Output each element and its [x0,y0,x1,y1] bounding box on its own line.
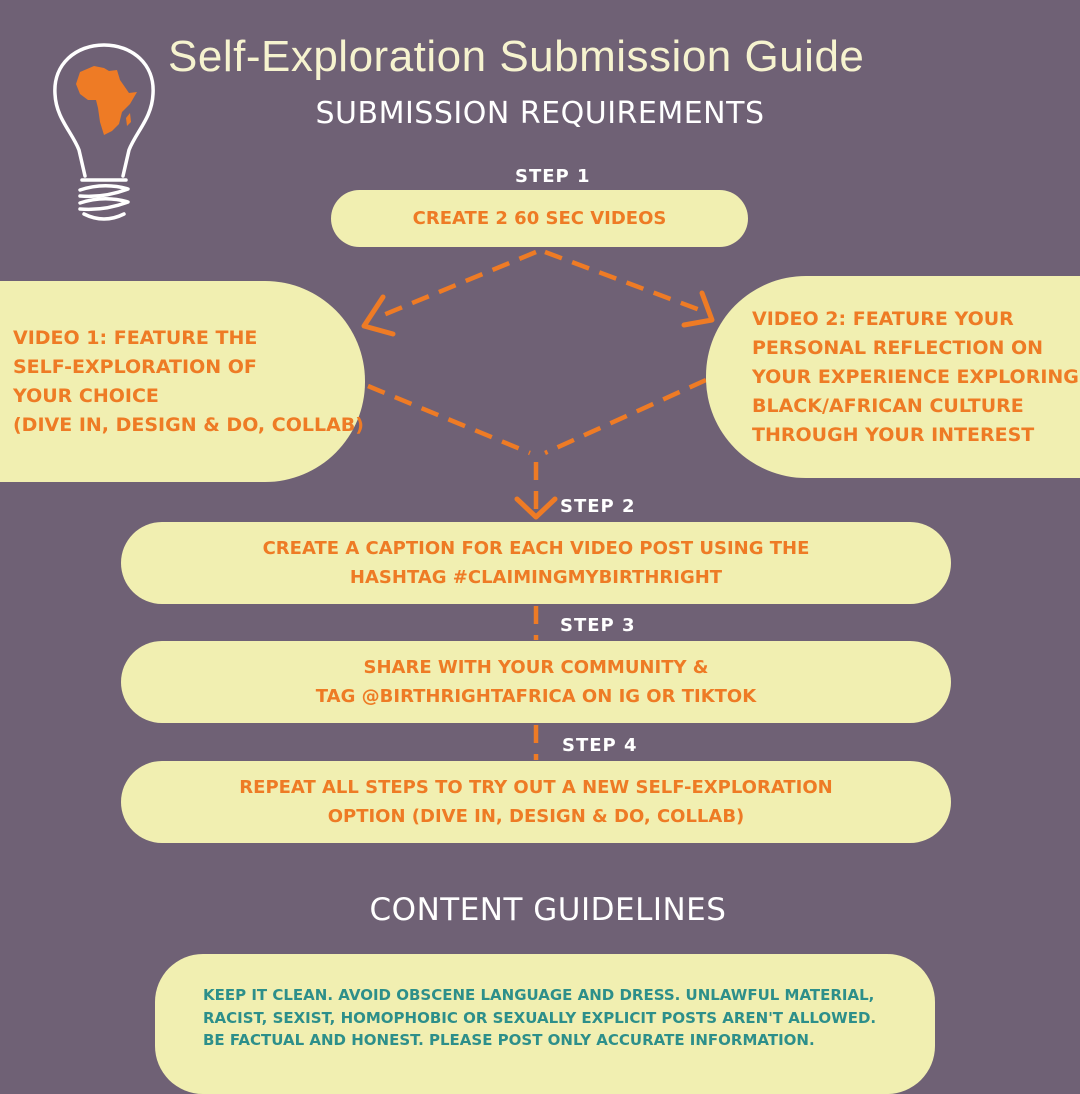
step-1-label: STEP 1 [515,166,591,187]
step-4-label: STEP 4 [562,735,638,756]
step-1-box: CREATE 2 60 SEC VIDEOS [331,190,748,247]
video-2-line: VIDEO 2: FEATURE YOUR [752,307,1014,330]
arrow-left-head [361,294,396,337]
step-2-line: CREATE A CAPTION FOR EACH VIDEO POST USI… [262,538,810,559]
guideline-line: RACIST, SEXIST, HOMOPHOBIC OR SEXUALLY E… [203,1008,877,1027]
video-2-box: VIDEO 2: FEATURE YOUR PERSONAL REFLECTIO… [706,276,1080,478]
video-1-box: VIDEO 1: FEATURE THE SELF-EXPLORATION OF… [0,281,365,482]
step-4-line: REPEAT ALL STEPS TO TRY OUT A NEW SELF-E… [239,777,833,798]
video-1-line: (DIVE IN, DESIGN & DO, COLLAB) [13,413,364,436]
step-3-line: SHARE WITH YOUR COMMUNITY & [363,657,709,678]
step-2-line: HASHTAG #CLAIMINGMYBIRTHRIGHT [349,567,723,588]
step-3-label: STEP 3 [560,615,636,636]
step-2-box: CREATE A CAPTION FOR EACH VIDEO POST USI… [121,522,951,604]
video-1-line: YOUR CHOICE [13,384,159,407]
page-title: Self-Exploration Submission Guide [168,32,865,81]
video-2-line: BLACK/AFRICAN CULTURE [752,394,1024,417]
video-2-line: YOUR EXPERIENCE EXPLORING [752,365,1079,388]
video-2-line: THROUGH YOUR INTEREST [752,423,1035,446]
step-3-box: SHARE WITH YOUR COMMUNITY & TAG @BIRTHRI… [121,641,951,723]
video-1-line: VIDEO 1: FEATURE THE [13,326,258,349]
step-3-line: TAG @BIRTHRIGHTAFRICA ON IG OR TIKTOK [315,686,757,707]
arrow-right-head [681,290,715,328]
section-title-guidelines: CONTENT GUIDELINES [369,892,727,928]
guideline-line: KEEP IT CLEAN. AVOID OBSCENE LANGUAGE AN… [203,986,875,1004]
africa-map-icon [76,66,137,135]
arrow-down-head [514,496,558,520]
video-1-line: SELF-EXPLORATION OF [13,355,257,378]
section-title-requirements: SUBMISSION REQUIREMENTS [315,96,765,131]
step-4-box: REPEAT ALL STEPS TO TRY OUT A NEW SELF-E… [121,761,951,843]
guidelines-box: KEEP IT CLEAN. AVOID OBSCENE LANGUAGE AN… [155,954,935,1094]
step-4-line: OPTION (DIVE IN, DESIGN & DO, COLLAB) [327,806,745,827]
step-2-label: STEP 2 [560,496,636,517]
step-1-text: CREATE 2 60 SEC VIDEOS [412,208,667,229]
video-2-line: PERSONAL REFLECTION ON [752,336,1044,359]
guideline-line: BE FACTUAL AND HONEST. PLEASE POST ONLY … [203,1031,815,1049]
